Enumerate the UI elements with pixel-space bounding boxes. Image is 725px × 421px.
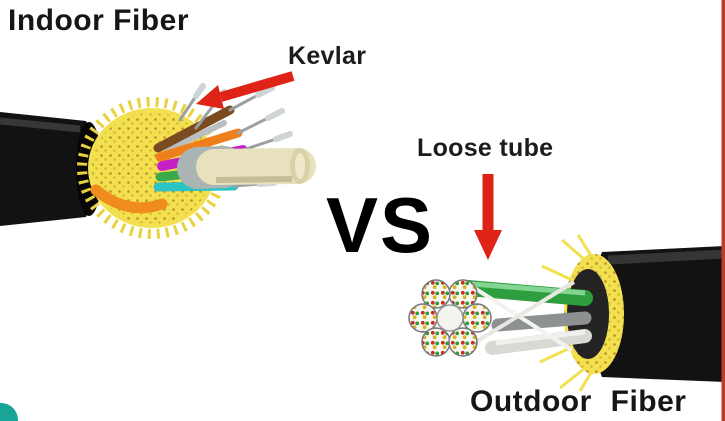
watermark-badge <box>0 403 18 421</box>
kevlar-arrow-icon <box>196 71 295 109</box>
vs-label: VS <box>326 181 435 269</box>
indoor-fiber-title: Indoor Fiber <box>8 4 189 37</box>
outdoor-fiber-title: Outdoor Fiber <box>470 385 687 418</box>
loose-tube-arrow-icon <box>474 174 502 260</box>
indoor-cable-illustration <box>0 83 316 239</box>
kevlar-label: Kevlar <box>288 42 367 70</box>
outdoor-cable-illustration <box>408 234 725 392</box>
loose-tube-label: Loose tube <box>417 134 554 162</box>
right-edge-stripe <box>721 0 725 421</box>
